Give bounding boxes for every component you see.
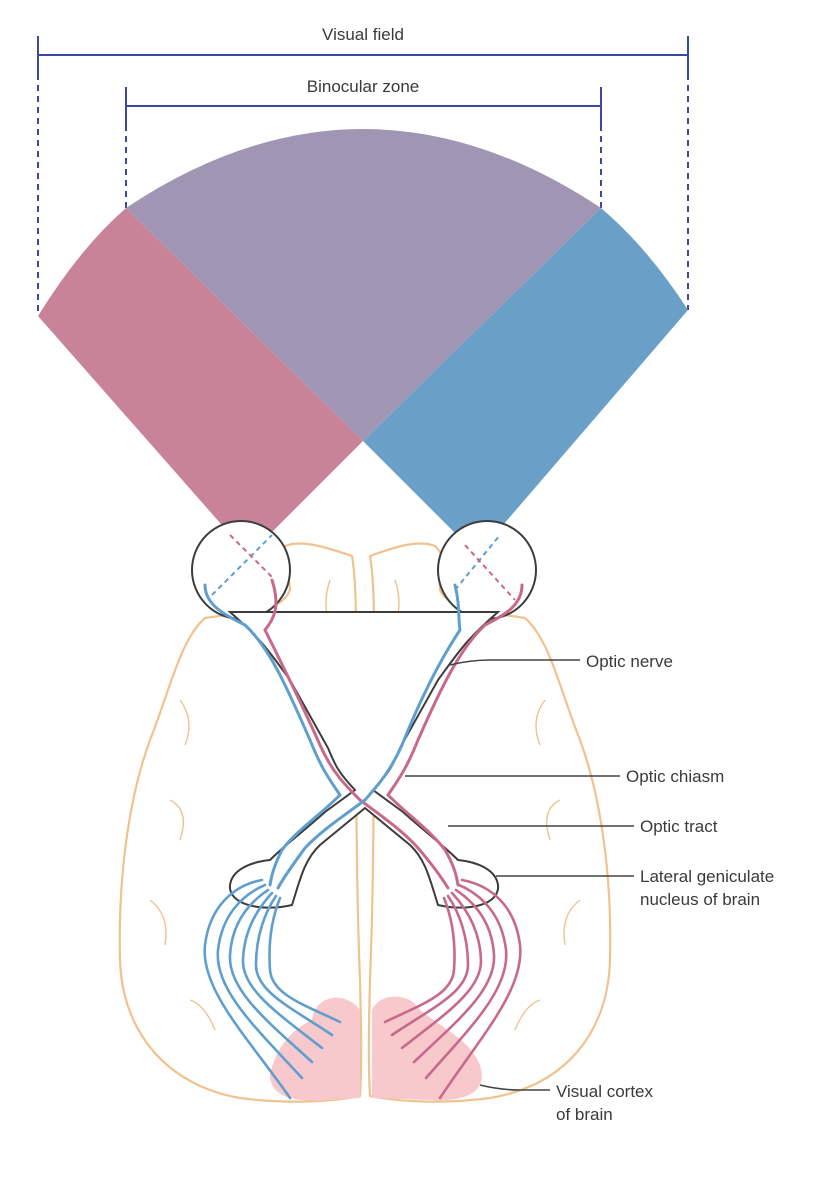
optic-radiations	[203, 878, 522, 1100]
optic-pathway-outline	[191, 520, 537, 909]
right-eye-field	[363, 208, 688, 532]
label-lgn: Lateral geniculate nucleus of brain	[496, 867, 774, 909]
label-optic-nerve: Optic nerve	[449, 652, 673, 671]
label-optic-chiasm: Optic chiasm	[405, 767, 724, 786]
label-visual-cortex: Visual cortex of brain	[479, 1082, 654, 1124]
left-eye-fibers	[203, 534, 450, 890]
binocular-field	[126, 129, 601, 441]
binocular-zone-dimension: Binocular zone	[125, 77, 602, 208]
binocular-zone-label: Binocular zone	[307, 77, 419, 96]
right-eye-fibers	[276, 534, 524, 890]
visual-cortex-label-line2: of brain	[556, 1105, 613, 1124]
visual-field-wedges	[38, 129, 688, 532]
label-optic-tract: Optic tract	[448, 817, 718, 836]
lgn-label-line2: nucleus of brain	[640, 890, 760, 909]
left-visual-cortex	[270, 997, 360, 1101]
optic-chiasm-label: Optic chiasm	[626, 767, 724, 786]
left-eye-field	[38, 208, 363, 532]
optic-nerve-label: Optic nerve	[586, 652, 673, 671]
visual-cortex-label-line1: Visual cortex	[556, 1082, 654, 1101]
visual-field-label: Visual field	[322, 25, 404, 44]
right-eyeball	[437, 520, 537, 620]
lgn-label-line1: Lateral geniculate	[640, 867, 774, 886]
optic-tract-label: Optic tract	[640, 817, 718, 836]
visual-field-dimension: Visual field	[37, 25, 689, 316]
